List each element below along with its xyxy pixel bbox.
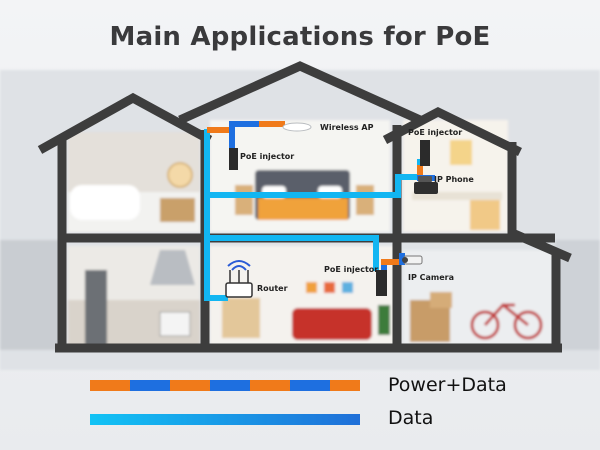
label-wireless-ap: Wireless AP [320, 123, 374, 132]
label-router: Router [257, 284, 288, 293]
ip-camera-icon [402, 255, 423, 265]
poe-injector-icon [376, 270, 387, 296]
poe-injector-icon [420, 140, 430, 166]
house-outline [37, 61, 572, 353]
label-poe-injector-right: PoE injector [408, 128, 463, 137]
label-poe-injector-top: PoE injector [240, 152, 295, 161]
wireless-ap-icon [282, 122, 312, 132]
router-icon [225, 260, 253, 298]
legend-data-line [90, 414, 360, 425]
legend-power-data-line [90, 380, 360, 391]
label-ip-phone: IP Phone [434, 175, 474, 184]
ip-phone-icon [414, 176, 438, 194]
legend-power-data-text: Power+Data [388, 374, 507, 396]
label-poe-injector-mid: PoE injector [324, 265, 379, 274]
label-ip-camera: IP Camera [408, 273, 454, 282]
device-icons [225, 122, 438, 298]
legend-data-text: Data [388, 407, 434, 429]
page-title: Main Applications for PoE [109, 22, 491, 52]
poe-injector-icon [229, 148, 238, 170]
